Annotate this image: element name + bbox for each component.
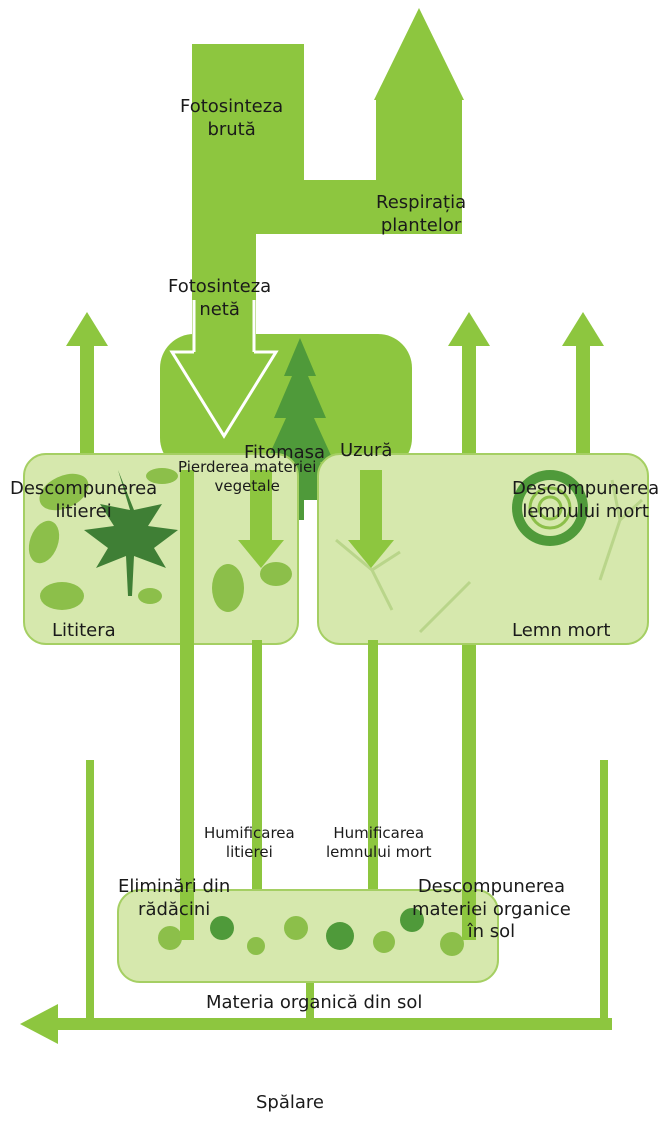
respiration-arrowhead: [374, 8, 464, 100]
deadwood-label: Lemn mort: [512, 620, 610, 643]
leaching-arrowhead: [20, 1004, 58, 1044]
litter-label: Lititera: [52, 620, 116, 643]
leaching-label: Spălare: [256, 1092, 324, 1115]
soil-organic-matter-label: Materia organică din sol: [206, 992, 422, 1015]
litter-leaching-line: [86, 760, 94, 1024]
wear-label: Uzură: [340, 440, 392, 463]
deadwood-leaching-line: [600, 760, 608, 1024]
leaching-baseline: [40, 1018, 612, 1030]
